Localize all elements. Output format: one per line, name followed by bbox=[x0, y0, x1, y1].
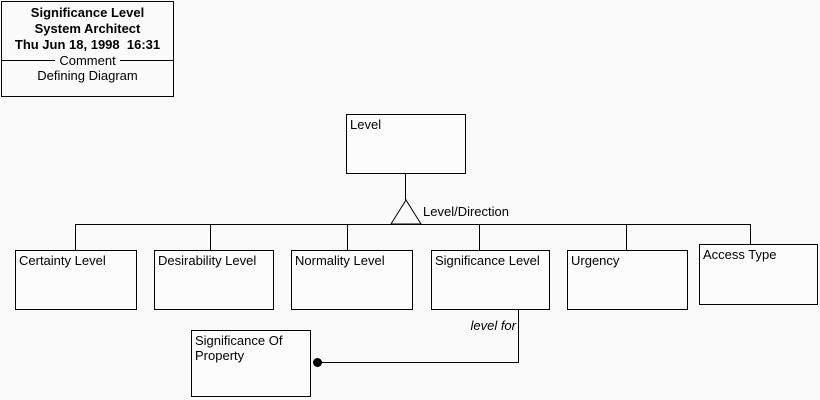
timestamp: Thu Jun 18, 1998 16:31 bbox=[14, 37, 161, 52]
entity-urgency[interactable]: Urgency bbox=[567, 250, 688, 310]
diagram-title: Significance Level bbox=[30, 5, 145, 20]
subtype-triangle-symbol bbox=[390, 199, 422, 225]
comment-separator: Comment bbox=[2, 52, 174, 68]
connector-relationship-vertical bbox=[518, 310, 519, 363]
relationship-dot-terminator bbox=[313, 358, 322, 367]
comment-text: Defining Diagram bbox=[37, 68, 138, 83]
entity-desirability-level[interactable]: Desirability Level bbox=[154, 250, 274, 310]
connector-drop-certainty bbox=[75, 224, 76, 251]
entity-access-type[interactable]: Access Type bbox=[699, 244, 818, 305]
entity-certainty-level[interactable]: Certainty Level bbox=[15, 250, 137, 310]
entity-significance-level[interactable]: Significance Level bbox=[431, 250, 550, 310]
connector-root-stem bbox=[405, 173, 406, 200]
separator-rule-left bbox=[2, 60, 56, 61]
comment-label: Comment bbox=[59, 52, 116, 68]
connector-drop-access-type bbox=[750, 224, 751, 245]
connector-bus bbox=[75, 224, 751, 225]
entity-normality-level[interactable]: Normality Level bbox=[291, 250, 413, 310]
separator-rule-right bbox=[119, 60, 174, 61]
entity-level[interactable]: Level bbox=[346, 114, 466, 174]
subtype-connector-label: Level/Direction bbox=[423, 204, 509, 219]
connector-drop-urgency bbox=[626, 224, 627, 251]
entity-significance-of-property[interactable]: Significance Of Property bbox=[191, 330, 311, 397]
connector-drop-desirability bbox=[210, 224, 211, 251]
connector-drop-normality bbox=[347, 224, 348, 251]
connector-drop-significance bbox=[479, 224, 480, 251]
relationship-label: level for bbox=[470, 318, 516, 333]
connector-relationship-horizontal bbox=[317, 362, 519, 363]
title-block: Significance Level System Architect Thu … bbox=[1, 1, 174, 97]
tool-name: System Architect bbox=[34, 21, 141, 36]
